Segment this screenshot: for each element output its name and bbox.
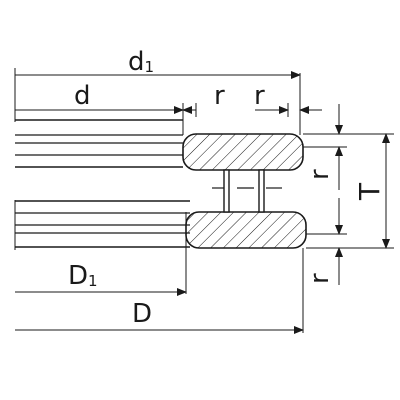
dimension-T: T: [353, 133, 390, 249]
label-d1: d1: [128, 47, 154, 77]
label-r-right-upper: r: [305, 169, 335, 180]
dimension-D: D: [15, 299, 304, 334]
label-T: T: [353, 182, 386, 201]
dimension-r-right-upper: r: [305, 104, 343, 190]
label-D: D: [132, 299, 152, 329]
upper-washer-left: [15, 119, 183, 168]
dimension-r-top-left: r: [182, 81, 225, 117]
label-r-top-left: r: [214, 81, 225, 111]
upper-washer-section: [182, 133, 304, 171]
label-d: d: [74, 81, 91, 111]
lower-washer-left: [15, 200, 190, 248]
dimension-d1: d1: [15, 47, 301, 79]
dimension-r-top-right: r: [254, 81, 322, 117]
dimension-d: d: [15, 81, 184, 114]
needle-rollers: [212, 169, 282, 213]
lower-washer-section: [185, 211, 307, 249]
label-D1: D1: [68, 261, 98, 291]
label-r-top-right: r: [254, 81, 265, 111]
label-r-right-lower: r: [305, 273, 335, 284]
dimension-D1: D1: [15, 261, 187, 296]
dimension-r-right-lower: r: [305, 198, 343, 285]
